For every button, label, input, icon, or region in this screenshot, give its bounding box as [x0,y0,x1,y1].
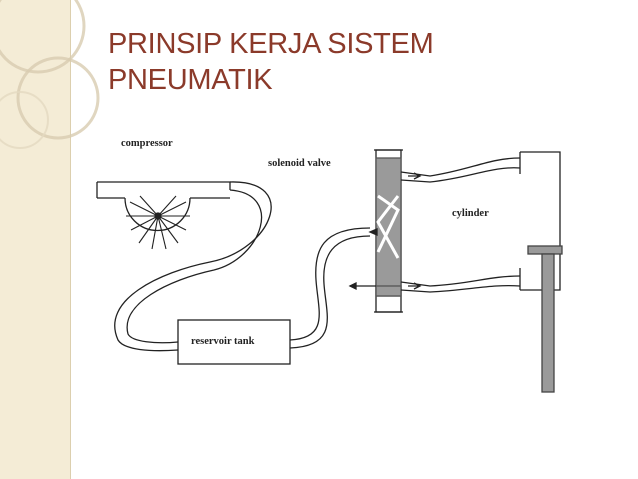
cylinder-label: cylinder [452,208,489,219]
decorative-rings [0,0,100,149]
compressor-label: compressor [121,138,173,149]
exhaust-arrow-icon [348,281,376,291]
hose-valve-to-cylinder [400,157,521,293]
reservoir-tank [177,319,291,365]
reservoir-tank-label: reservoir tank [191,336,255,347]
hose-tank-to-valve [289,227,371,349]
compressor-fan-icon [126,195,190,250]
inlet-arrow-icon [368,228,378,236]
solenoid-valve-label: solenoid valve [268,158,331,169]
page-title: PRINSIP KERJA SISTEM PNEUMATIK [108,26,568,98]
hose-compressor-to-tank [114,181,272,352]
compressor [96,181,231,250]
decorative-side-band [0,0,71,479]
title-line-2: PNEUMATIK [108,64,273,96]
solenoid-valve [374,149,403,313]
title-line-1: PRINSIP KERJA SISTEM [108,28,434,60]
piston-rod [527,245,563,393]
cylinder [519,151,561,291]
